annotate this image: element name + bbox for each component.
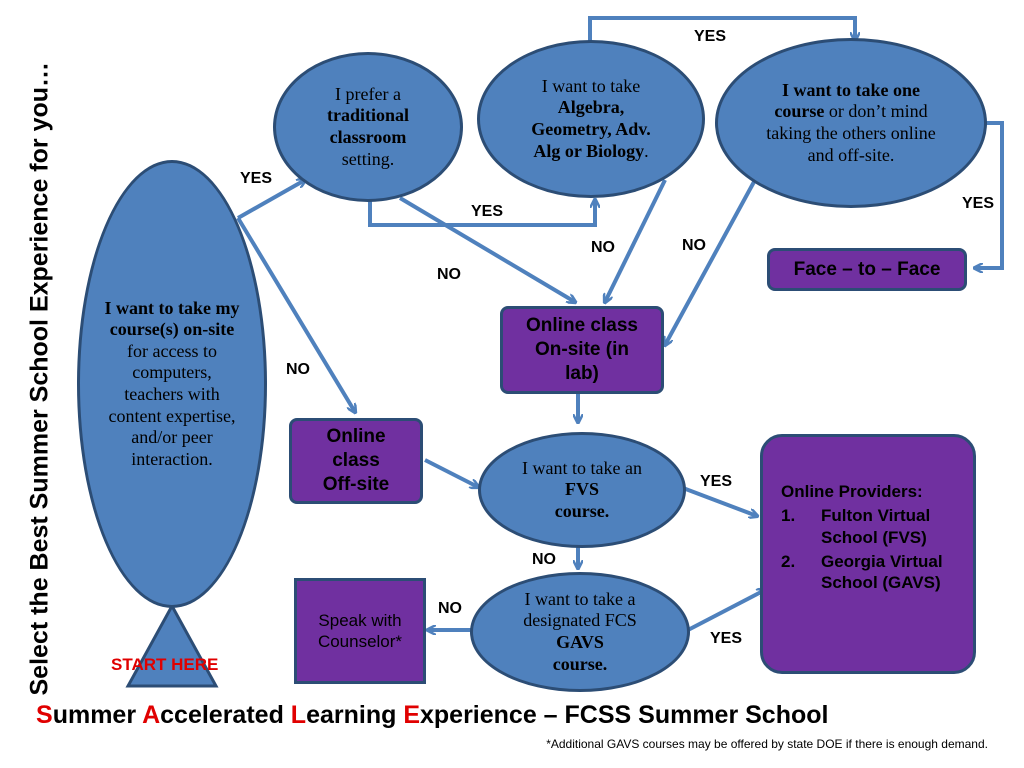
- one-course-ellipse: I want to take one course or don’t mind …: [715, 38, 987, 208]
- edge-label-yes-right: YES: [962, 195, 995, 212]
- arrow-gavs-to-providers: [687, 590, 765, 632]
- arrow-algebra-to-online-onsite: [605, 179, 667, 302]
- edge-label-no-2: NO: [591, 239, 615, 256]
- online-onsite-box: Online class On-site (in lab): [500, 306, 664, 394]
- onsite-text-bold: I want to take my course(s) on-site: [104, 297, 240, 340]
- footer-w2: ccelerated: [160, 701, 291, 729]
- edge-label-no-3: NO: [682, 237, 706, 254]
- one-course-rest: or don’t mind taking the others online a…: [766, 101, 936, 165]
- footer-title: Summer Accelerated Learning Experience –…: [36, 701, 828, 730]
- counselor-label: Speak with Counselor*: [317, 610, 403, 651]
- one-course-bold: I want to take one course: [774, 79, 920, 122]
- algebra-bold: Algebra, Geometry, Adv. Alg or Biology: [531, 97, 651, 161]
- gavs-ellipse: I want to take a designated FCS GAVS cou…: [470, 572, 690, 692]
- fvs-course: course.: [554, 500, 610, 521]
- providers-box: Online Providers: 1. Fulton Virtual Scho…: [760, 434, 976, 674]
- traditional-ellipse: I prefer a traditional classroom setting…: [273, 52, 463, 202]
- provider-item: 2. Georgia Virtual School (GAVS): [781, 551, 959, 594]
- face-to-face-box: Face – to – Face: [767, 248, 967, 291]
- arrow-algebra-to-onecourse: [588, 16, 855, 45]
- onsite-text-rest: for access to computers, teachers with c…: [108, 340, 236, 469]
- arrow-onsite-to-online-offsite: [236, 216, 355, 412]
- provider-item-num: 2.: [781, 551, 796, 571]
- arrow-traditional-to-online-onsite: [398, 196, 575, 302]
- arrow-onecourse-to-online-onsite: [665, 179, 757, 345]
- gavs-line1: I want to take a designated FCS: [523, 588, 637, 631]
- provider-item-text: Georgia Virtual School (GAVS): [821, 551, 943, 592]
- arrow-onecourse-to-face: [975, 121, 1004, 268]
- arrow-fvs-to-providers: [682, 486, 757, 516]
- face-to-face-label: Face – to – Face: [793, 258, 941, 280]
- footer-a: A: [142, 701, 161, 729]
- fvs-ellipse: I want to take an FVS course.: [478, 432, 686, 548]
- edge-label-no-fvs: NO: [532, 551, 556, 568]
- provider-item: 1. Fulton Virtual School (FVS): [781, 505, 959, 548]
- edge-label-no-left: NO: [286, 361, 310, 378]
- traditional-line1: I prefer a: [335, 83, 401, 104]
- fvs-bold: FVS: [564, 479, 599, 500]
- traditional-line3: setting.: [341, 148, 395, 169]
- gavs-course: course.: [552, 653, 608, 674]
- onsite-text: I want to take my course(s) on-site for …: [102, 298, 242, 471]
- traditional-bold: traditional classroom: [326, 105, 409, 147]
- footer-e: E: [403, 701, 420, 729]
- algebra-line1: I want to take: [541, 75, 641, 96]
- side-title: Select the Best Summer School Experience…: [25, 61, 54, 696]
- edge-label-yes-fvs: YES: [700, 473, 733, 490]
- arrow-traditional-to-algebra: [368, 200, 595, 227]
- footer-s: S: [36, 701, 53, 729]
- edge-label-no-gavs: NO: [438, 600, 462, 617]
- footer-w4: xperience – FCSS Summer School: [420, 701, 829, 729]
- online-onsite-label: Online class On-site (in lab): [526, 315, 638, 384]
- providers-title: Online Providers:: [781, 482, 923, 501]
- footer-note: *Additional GAVS courses may be offered …: [546, 737, 988, 751]
- start-triangle: [125, 602, 219, 688]
- arrow-onsite-to-traditional: [237, 180, 305, 220]
- algebra-period: .: [644, 140, 649, 161]
- footer-w1: ummer: [52, 701, 143, 729]
- algebra-ellipse: I want to take Algebra, Geometry, Adv. A…: [477, 40, 705, 198]
- provider-item-num: 1.: [781, 506, 796, 526]
- arrow-online-offsite-to-fvs: [424, 458, 478, 487]
- fvs-line1: I want to take an: [522, 457, 642, 478]
- edge-label-yes-gavs: YES: [710, 630, 743, 647]
- online-offsite-label: Online class Off-site: [322, 426, 390, 495]
- edge-label-yes-top: YES: [694, 28, 727, 45]
- counselor-box: Speak with Counselor*: [294, 578, 426, 684]
- edge-label-no-1: NO: [437, 266, 461, 283]
- footer-l: L: [290, 701, 307, 729]
- gavs-bold: GAVS: [556, 632, 604, 652]
- edge-label-yes-mid: YES: [471, 203, 504, 220]
- provider-item-text: Fulton Virtual School (FVS): [821, 506, 931, 547]
- footer-w3: earning: [306, 701, 404, 729]
- online-offsite-box: Online class Off-site: [289, 418, 423, 504]
- start-label: START HERE: [111, 655, 219, 674]
- onsite-ellipse: I want to take my course(s) on-site for …: [77, 160, 267, 608]
- edge-label-yes-left: YES: [240, 170, 273, 187]
